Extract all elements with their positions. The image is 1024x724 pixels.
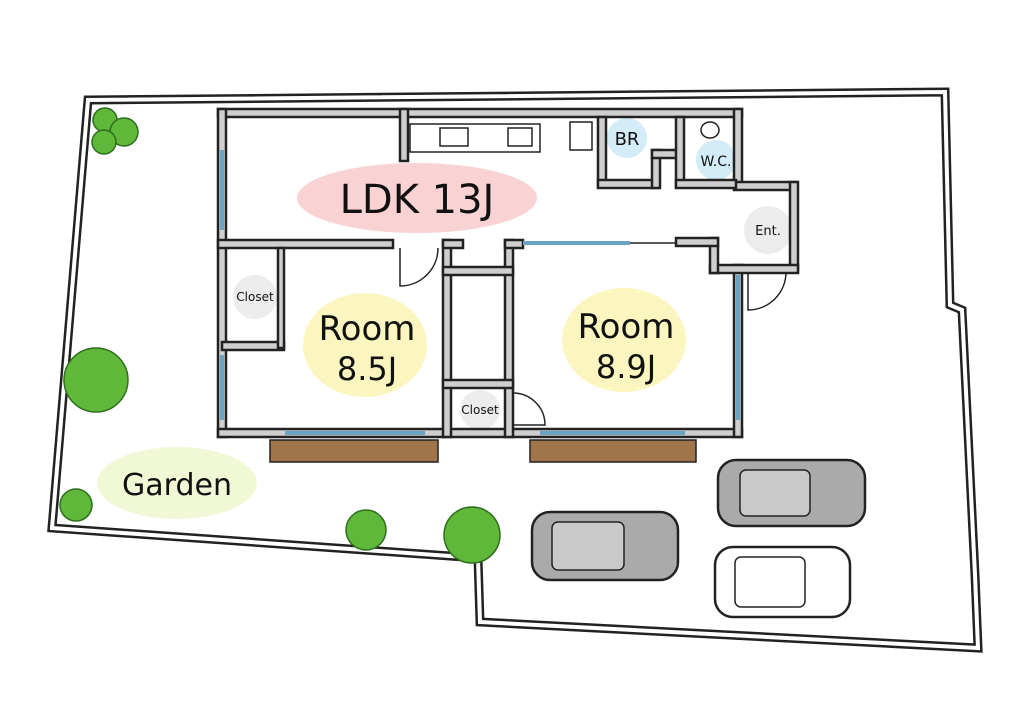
car-icon [716, 458, 867, 528]
room-right-name: Room [578, 307, 675, 347]
garden-label: Garden [122, 468, 232, 503]
closet-left-label: Closet [236, 290, 274, 304]
room-left-highlight [303, 293, 427, 397]
room-right-size: 8.9J [596, 348, 656, 386]
room-right-highlight [562, 288, 686, 392]
tree-icon [59, 107, 501, 564]
bathroom-label: BR [615, 129, 640, 150]
deck-left [269, 439, 439, 463]
closet-center-label: Closet [461, 403, 499, 417]
entrance-label: Ent. [755, 224, 781, 239]
toilet-label: W.C. [701, 154, 732, 170]
house-walls [216, 107, 800, 439]
room-left-name: Room [319, 309, 416, 349]
deck-right [529, 439, 697, 463]
ldk-label: LDK 13J [340, 177, 495, 223]
car-icon [530, 510, 680, 582]
ldk-highlight [297, 163, 537, 233]
garden-highlight [97, 447, 257, 519]
room-left-size: 8.5J [337, 350, 397, 388]
car-icon [713, 545, 852, 619]
